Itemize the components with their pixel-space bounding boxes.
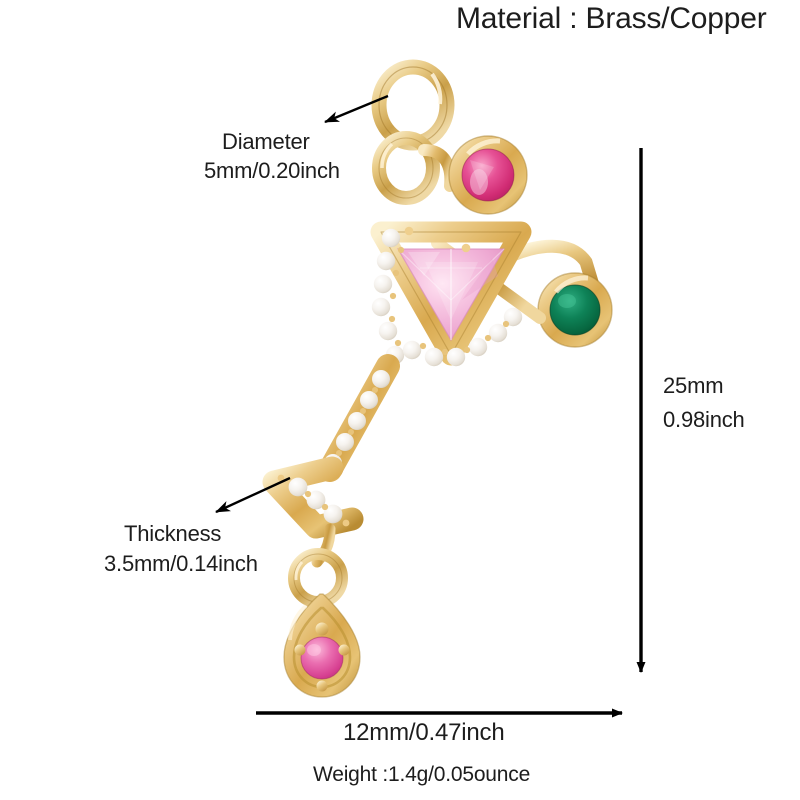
weight-label: Weight :1.4g/0.05ounce — [313, 763, 531, 786]
pave-stones-bottom-edge — [402, 226, 523, 367]
diameter-label-name: Diameter — [222, 129, 310, 154]
gem-setting-emerald — [537, 272, 613, 348]
gem-setting-magenta — [448, 135, 528, 215]
jump-ring-secondary — [372, 131, 440, 205]
thickness-label-name: Thickness — [124, 521, 222, 546]
gem-triangle-pink — [396, 248, 506, 342]
material-title: Material : Brass/Copper — [456, 2, 767, 35]
triangle-bowl-frame — [370, 221, 532, 366]
gem-round-emerald — [550, 285, 600, 335]
thickness-leader-arrow — [215, 476, 291, 514]
diameter-leader-arrow — [324, 94, 389, 124]
width-label: 12mm/0.47inch — [343, 719, 505, 746]
pave-stones-left-edge — [371, 228, 405, 365]
height-label-mm: 25mm — [663, 373, 724, 398]
pave-stones-zigzag — [277, 474, 350, 527]
thickness-label-value: 3.5mm/0.14inch — [104, 551, 258, 576]
height-label-inch: 0.98inch — [663, 407, 745, 432]
diameter-label-value: 5mm/0.20inch — [204, 158, 340, 183]
teardrop-drop-charm — [283, 593, 361, 698]
